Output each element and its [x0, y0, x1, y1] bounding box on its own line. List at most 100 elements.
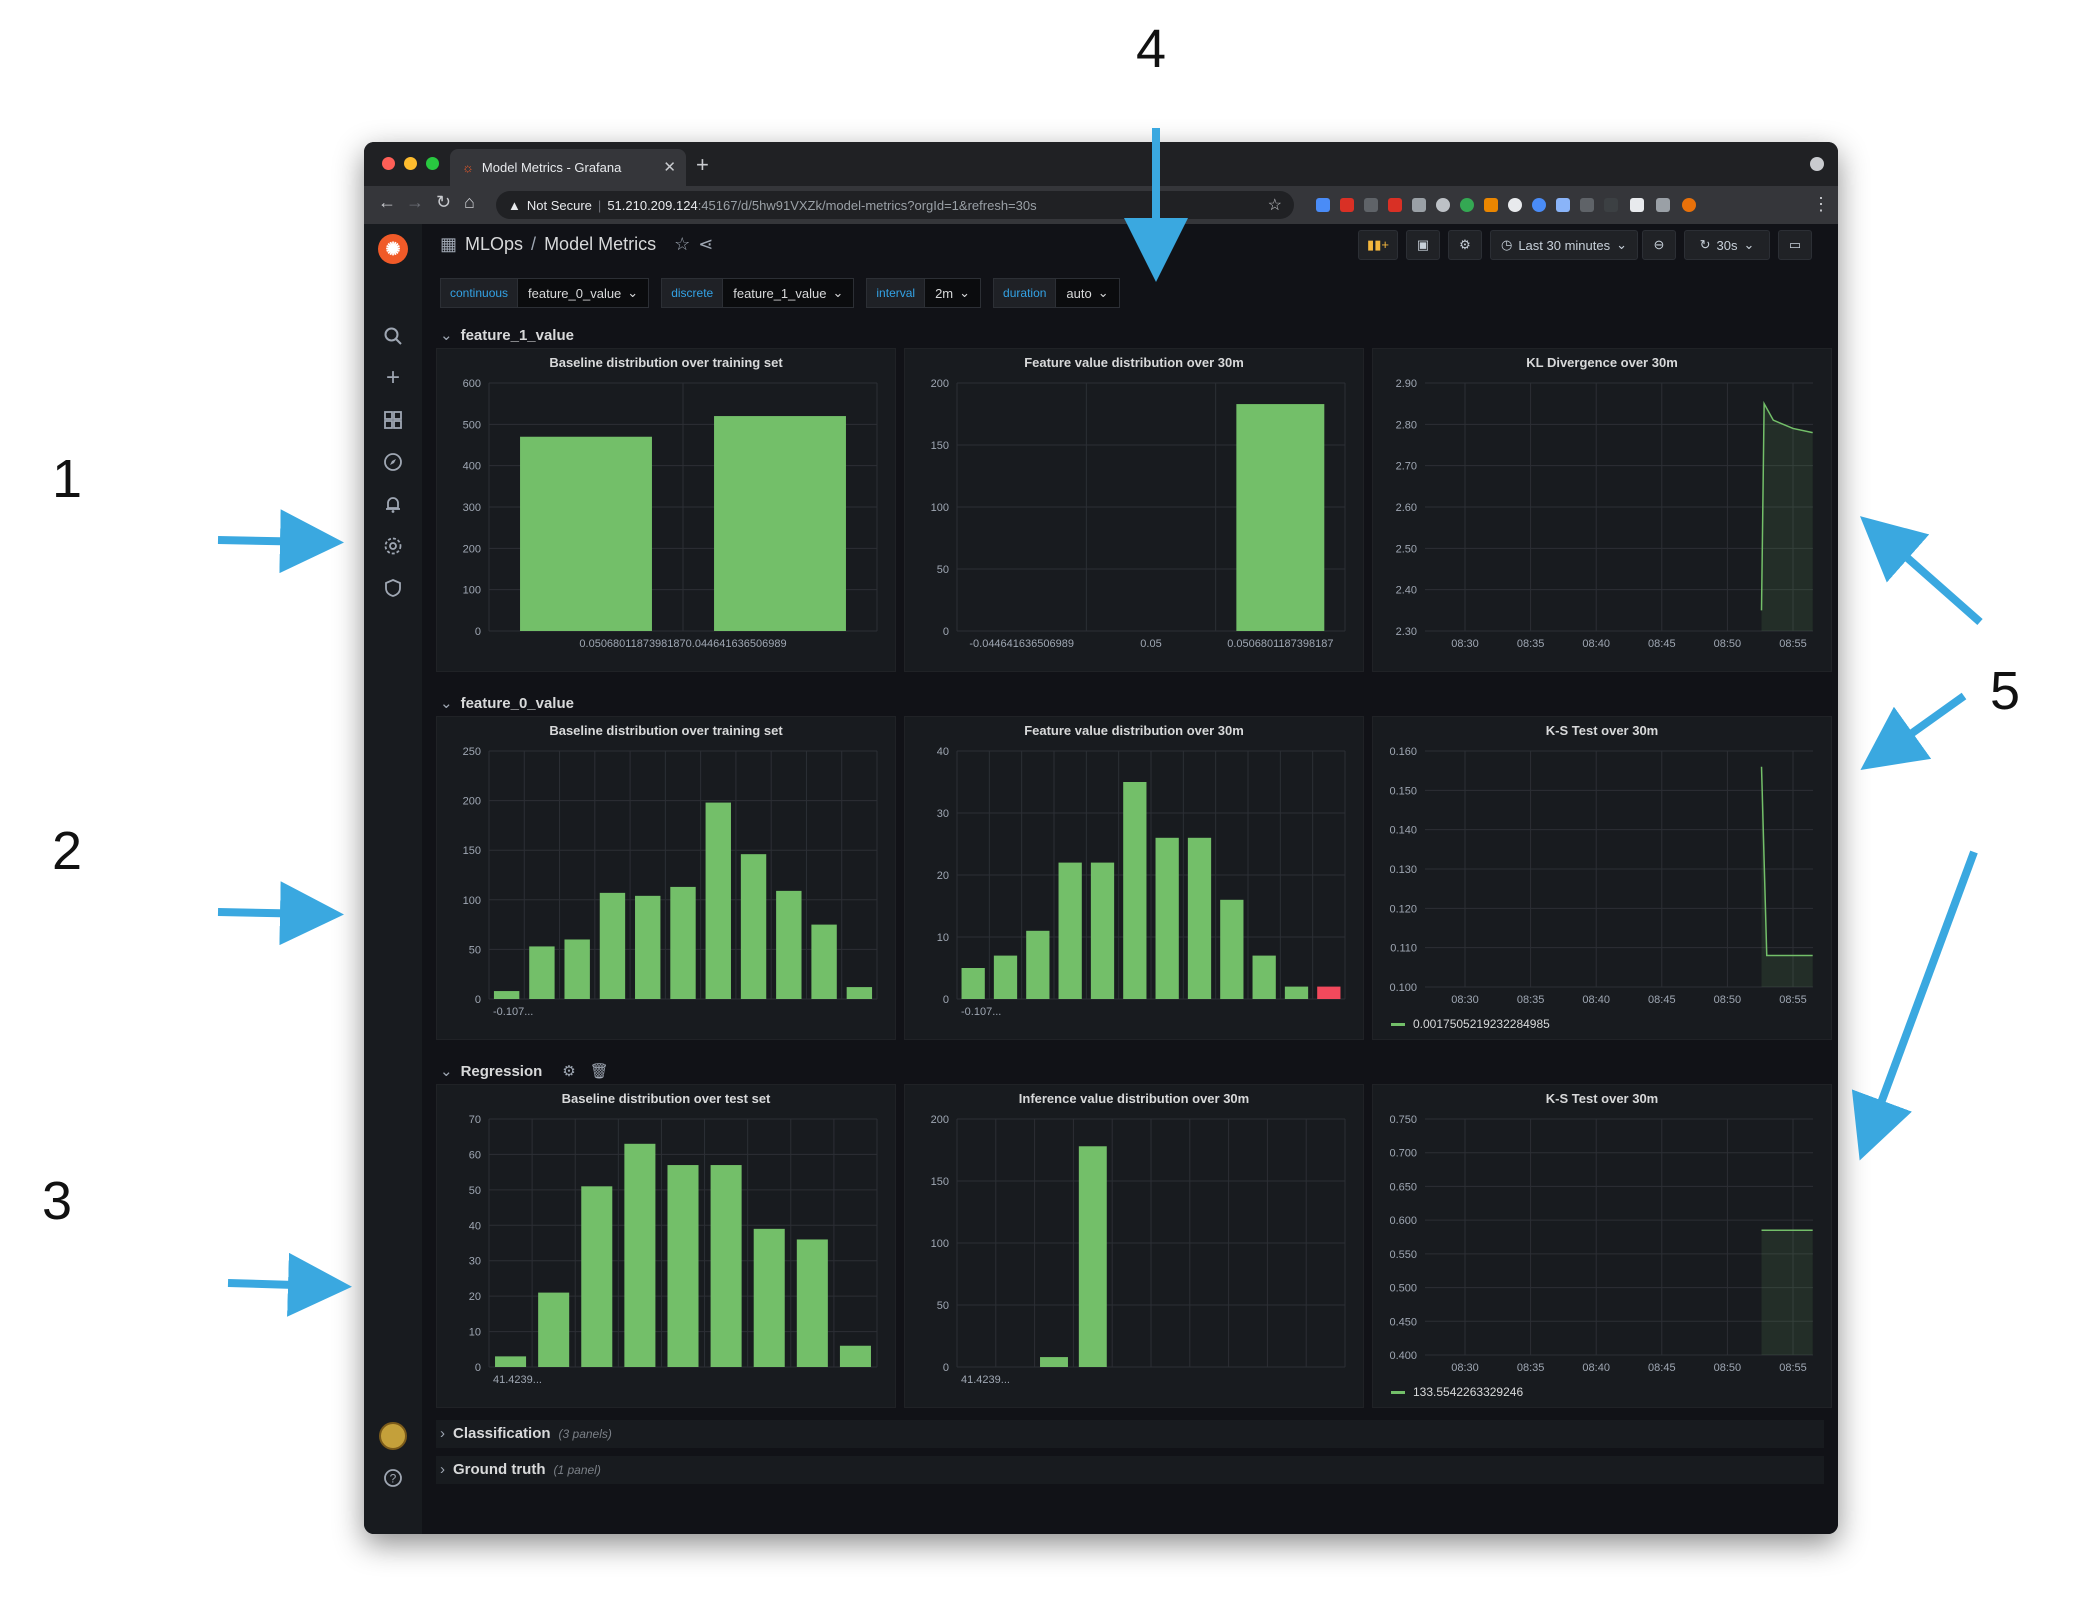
- help-icon[interactable]: ?: [379, 1464, 407, 1492]
- plus-icon[interactable]: +: [385, 364, 400, 391]
- extension-icon[interactable]: [1316, 198, 1330, 212]
- arrow-2: [217, 881, 344, 946]
- forward-icon[interactable]: →: [406, 192, 424, 212]
- kebab-menu-icon[interactable]: ⋮: [1812, 194, 1830, 214]
- configuration-gear-icon[interactable]: [379, 532, 407, 560]
- variable-interval[interactable]: interval 2m⌄: [866, 278, 982, 308]
- extension-icon[interactable]: [1388, 198, 1402, 212]
- bookmark-star-icon[interactable]: ☆: [1267, 197, 1282, 214]
- bar: [538, 1292, 570, 1367]
- window-controls[interactable]: [382, 157, 439, 170]
- reading-list-icon[interactable]: [1656, 198, 1670, 212]
- home-icon[interactable]: ⌂: [464, 192, 475, 212]
- back-icon[interactable]: ←: [378, 192, 396, 212]
- refresh-icon: ↻: [1699, 237, 1711, 252]
- panel-p21[interactable]: Baseline distribution over training set …: [436, 716, 896, 1040]
- row-header-classification[interactable]: › Classification (3 panels): [440, 1425, 612, 1442]
- star-icon[interactable]: ☆: [674, 234, 691, 254]
- row-classification[interactable]: › Classification (3 panels): [436, 1420, 1824, 1448]
- close-window-button[interactable]: [382, 157, 395, 170]
- save-dashboard-button[interactable]: ▣: [1406, 230, 1440, 260]
- row-header-feature-0[interactable]: ⌄ feature_0_value: [440, 694, 574, 713]
- breadcrumb-folder[interactable]: MLOps: [465, 234, 524, 254]
- row-header-regression[interactable]: ⌄ Regression ⚙ 🗑: [440, 1062, 609, 1081]
- y-tick-label: 100: [463, 585, 481, 597]
- maximize-window-button[interactable]: [426, 157, 439, 170]
- extension-icon[interactable]: [1556, 198, 1570, 212]
- breadcrumb-separator: /: [531, 234, 537, 254]
- variable-discrete[interactable]: discrete feature_1_value⌄: [661, 278, 855, 308]
- x-tick-label: 08:40: [1582, 1362, 1610, 1374]
- extension-icon[interactable]: [1532, 198, 1546, 212]
- variable-duration[interactable]: duration auto⌄: [993, 278, 1120, 308]
- variable-dropdown[interactable]: feature_0_value⌄: [518, 278, 650, 308]
- row-settings-gear-icon[interactable]: ⚙: [562, 1063, 576, 1080]
- refresh-picker[interactable]: ↻ 30s ⌄: [1684, 230, 1770, 260]
- grafana-sidebar: ✺ + ?: [364, 224, 422, 1534]
- variable-continuous[interactable]: continuous feature_0_value⌄: [440, 278, 650, 308]
- extension-icon[interactable]: [1364, 198, 1378, 212]
- panel-p11[interactable]: Baseline distribution over training set …: [436, 348, 896, 672]
- x-tick-label: 08:55: [1779, 638, 1807, 650]
- breadcrumb-dashboard[interactable]: Model Metrics: [544, 234, 657, 254]
- x-tick-label: 08:30: [1451, 638, 1479, 650]
- extension-icon[interactable]: [1508, 198, 1522, 212]
- minimize-window-button[interactable]: [404, 157, 417, 170]
- browser-menu-icon[interactable]: [1810, 157, 1824, 171]
- variable-label: interval: [866, 278, 926, 308]
- y-tick-label: 0.100: [1389, 982, 1417, 994]
- add-panel-button[interactable]: ▮▮+: [1358, 230, 1398, 260]
- dashboard-settings-button[interactable]: ⚙: [1448, 230, 1482, 260]
- puzzle-icon[interactable]: [1630, 198, 1644, 212]
- address-bar[interactable]: ▲ Not Secure | 51.210.209.124:45167/d/5h…: [496, 191, 1294, 219]
- zoom-out-button[interactable]: ⊖: [1642, 230, 1676, 260]
- browser-tab[interactable]: ☼ Model Metrics - Grafana ✕: [450, 149, 686, 186]
- row-delete-trash-icon[interactable]: 🗑: [589, 1063, 609, 1080]
- row-panel-count: (3 panels): [558, 1426, 612, 1441]
- row-header-ground-truth[interactable]: › Ground truth (1 panel): [440, 1461, 601, 1478]
- explore-compass-icon[interactable]: [379, 448, 407, 476]
- dashboards-icon[interactable]: [379, 406, 407, 434]
- reload-icon[interactable]: ↻: [436, 192, 452, 212]
- user-avatar[interactable]: [379, 1422, 407, 1450]
- x-tick-label: 08:50: [1714, 638, 1742, 650]
- tv-mode-button[interactable]: ▭: [1778, 230, 1812, 260]
- legend[interactable]: 0.0017505219232284985: [1391, 1017, 1550, 1031]
- extension-icon[interactable]: [1604, 198, 1618, 212]
- extension-icon[interactable]: [1460, 198, 1474, 212]
- y-tick-label: 70: [469, 1114, 481, 1126]
- row-header-feature-1[interactable]: ⌄ feature_1_value: [440, 326, 574, 345]
- row-ground-truth[interactable]: › Ground truth (1 panel): [436, 1456, 1824, 1484]
- legend[interactable]: 133.5542263329246: [1391, 1385, 1523, 1399]
- server-admin-shield-icon[interactable]: [379, 574, 407, 602]
- y-tick-label: 50: [469, 944, 481, 956]
- series-area: [1761, 766, 1813, 987]
- extension-icon[interactable]: [1484, 198, 1498, 212]
- extension-icon[interactable]: [1436, 198, 1450, 212]
- extension-icon[interactable]: [1412, 198, 1426, 212]
- variable-dropdown[interactable]: 2m⌄: [925, 278, 982, 308]
- variable-dropdown[interactable]: feature_1_value⌄: [723, 278, 855, 308]
- profile-avatar-icon[interactable]: [1682, 198, 1696, 212]
- bar: [495, 1356, 527, 1367]
- search-icon[interactable]: [379, 322, 407, 350]
- time-range-picker[interactable]: ◷ Last 30 minutes ⌄: [1490, 230, 1638, 260]
- close-tab-icon[interactable]: ✕: [663, 159, 676, 176]
- grafana-logo-icon[interactable]: ✺: [378, 234, 408, 264]
- variable-dropdown[interactable]: auto⌄: [1056, 278, 1120, 308]
- alerting-bell-icon[interactable]: [379, 490, 407, 518]
- extension-icon[interactable]: [1340, 198, 1354, 212]
- share-icon[interactable]: ⋖: [698, 234, 714, 254]
- bar: [1317, 986, 1341, 999]
- extension-icon[interactable]: [1580, 198, 1594, 212]
- new-tab-button[interactable]: +: [696, 152, 709, 177]
- chart-svg: 010203040-0.107...: [937, 746, 1346, 1018]
- y-tick-label: 0.750: [1389, 1114, 1417, 1126]
